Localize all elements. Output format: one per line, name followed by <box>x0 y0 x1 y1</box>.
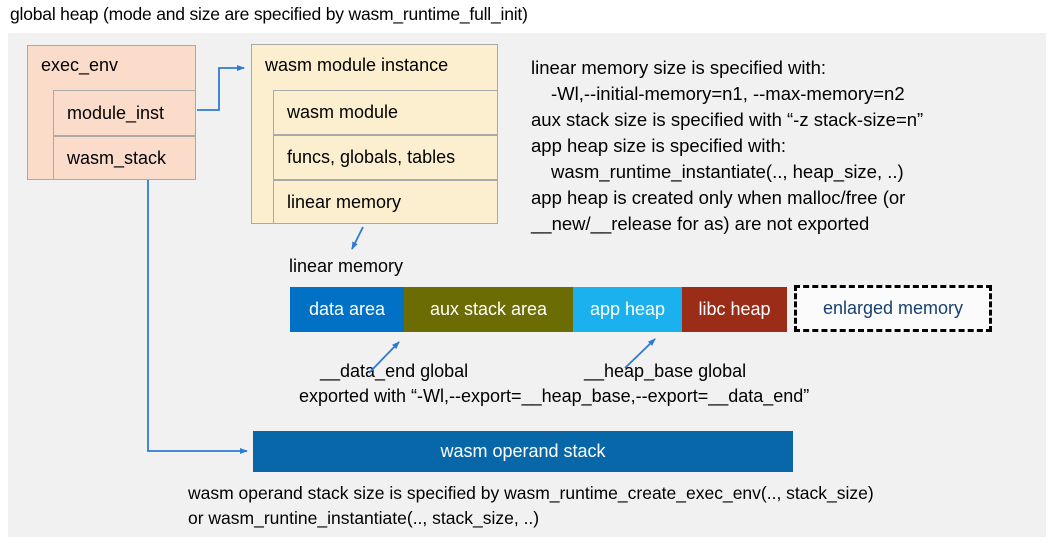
exec-env-row-wasm-stack: wasm_stack <box>53 136 196 180</box>
exec-env-row-module-inst: module_inst <box>53 90 196 136</box>
segment-app-heap: app heap <box>573 287 682 332</box>
note-line: aux stack size is specified with “-z sta… <box>531 109 924 130</box>
module-instance-label: wasm module instance <box>265 55 449 75</box>
segment-libc-heap: libc heap <box>682 287 787 332</box>
exported-with-label: exported with “-Wl,--export=__heap_base,… <box>299 386 810 406</box>
segment-data-area: data area <box>290 287 404 332</box>
module-instance-row-wasm-module: wasm module <box>273 90 498 135</box>
heap-base-global-label: __heap_base global <box>584 361 747 381</box>
note-line: -Wl,--initial-memory=n1, --max-memory=n2 <box>551 83 905 104</box>
notes-block: linear memory size is specified with: -W… <box>531 55 923 237</box>
module-instance-row-funcs-globals-tables: funcs, globals, tables <box>273 135 498 180</box>
diagram-title: global heap (mode and size are specified… <box>10 4 528 24</box>
note-line: linear memory size is specified with: <box>531 57 827 78</box>
wasm-operand-stack-bar: wasm operand stack <box>253 431 793 472</box>
note-line: __new/__release for as) are not exported <box>531 213 870 234</box>
note-line: app heap is created only when malloc/fre… <box>531 187 906 208</box>
module-instance-row-linear-memory: linear memory <box>273 180 498 224</box>
footer-notes: wasm operand stack size is specified by … <box>188 481 874 531</box>
exec-env-label: exec_env <box>41 55 119 75</box>
linear-memory-label: linear memory <box>289 256 404 276</box>
segment-aux-stack-area: aux stack area <box>404 287 573 332</box>
data-end-global-label: __data_end global <box>320 361 469 381</box>
note-line: wasm_runtime_instantiate(.., heap_size, … <box>551 161 904 182</box>
note-line: app heap size is specified with: <box>531 135 787 156</box>
footer-line: or wasm_runtine_instantiate(.., stack_si… <box>188 508 540 528</box>
footer-line: wasm operand stack size is specified by … <box>188 483 874 503</box>
segment-enlarged-memory: enlarged memory <box>794 285 992 332</box>
